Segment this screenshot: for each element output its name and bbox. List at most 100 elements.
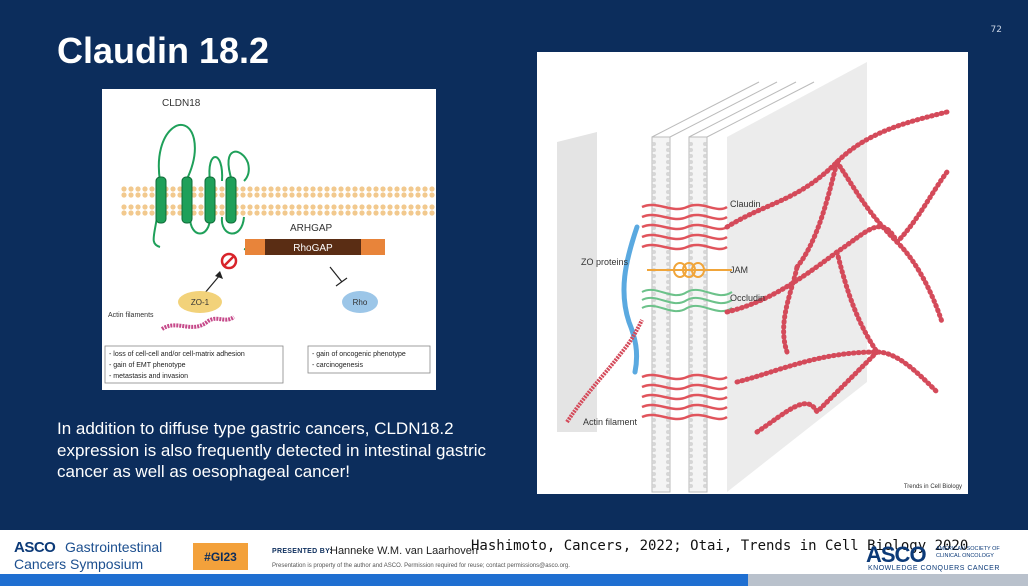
membrane-bead	[121, 186, 127, 192]
membrane-bead	[689, 436, 693, 440]
membrane-bead	[408, 210, 414, 216]
membrane-bead	[703, 418, 707, 422]
zo1-oval	[178, 291, 222, 313]
membrane-bead	[128, 204, 134, 210]
membrane-bead	[240, 204, 246, 210]
membrane-bead	[240, 210, 246, 216]
membrane-bead	[366, 192, 372, 198]
membrane-bead	[689, 448, 693, 452]
slide: 72 Claudin 18.2 CLDN18	[0, 0, 1028, 530]
membrane-bead	[703, 400, 707, 404]
rhogap-bar: RhoGAP	[245, 239, 385, 255]
membrane-bead	[703, 148, 707, 152]
membrane-bead	[689, 358, 693, 362]
cell-shade-left	[557, 132, 597, 432]
membrane-bead	[652, 184, 656, 188]
membrane-bead	[324, 210, 330, 216]
membrane-bead	[282, 192, 288, 198]
membrane-bead	[652, 310, 656, 314]
membrane-bead	[303, 204, 309, 210]
membrane-bead	[191, 192, 197, 198]
membrane-bead	[373, 210, 379, 216]
membrane-bead	[666, 316, 670, 320]
membrane-bead	[359, 210, 365, 216]
membrane-bead	[652, 364, 656, 368]
membrane-bead	[703, 346, 707, 350]
membrane-bead	[240, 192, 246, 198]
membrane-bead	[387, 210, 393, 216]
membrane-bead	[666, 370, 670, 374]
outcome-right-line-1: - gain of oncogenic phenotype	[312, 351, 406, 358]
membrane-bead	[652, 430, 656, 434]
membrane-bead	[359, 192, 365, 198]
membrane-bead	[703, 484, 707, 488]
membrane-bead	[689, 466, 693, 470]
membrane-bead	[689, 238, 693, 242]
membrane-bead	[394, 192, 400, 198]
journal-label: Trends in Cell Biology	[904, 484, 962, 490]
arrow-head-icon	[215, 271, 223, 279]
membrane-bead	[149, 204, 155, 210]
membrane-bead	[652, 316, 656, 320]
membrane-bead	[703, 454, 707, 458]
slide-title: Claudin 18.2	[57, 30, 270, 71]
membrane-bead	[247, 210, 253, 216]
citation-text: Hashimoto, Cancers, 2022; Otai, Trends i…	[471, 538, 969, 554]
footer-grey-bar	[748, 574, 1028, 586]
membrane-bead	[652, 400, 656, 404]
logo-cs-text: Cancers Symposium	[14, 556, 144, 572]
membrane-bead	[296, 186, 302, 192]
membrane-bead	[135, 204, 141, 210]
membrane-bead	[703, 280, 707, 284]
membrane-bead	[689, 328, 693, 332]
membrane-bead	[310, 210, 316, 216]
membrane-bead	[121, 204, 127, 210]
membrane-bead	[429, 186, 435, 192]
membrane-bead	[282, 186, 288, 192]
membrane-bead	[345, 186, 351, 192]
actin-network	[724, 109, 950, 435]
membrane-bead	[666, 310, 670, 314]
membrane-bead	[689, 142, 693, 146]
membrane-bead	[429, 204, 435, 210]
membrane-bead	[666, 352, 670, 356]
membrane-bead	[422, 186, 428, 192]
membrane-bead	[261, 204, 267, 210]
membrane-bead	[666, 466, 670, 470]
membrane-bead	[689, 430, 693, 434]
membrane-bead	[666, 358, 670, 362]
membrane-bead	[689, 178, 693, 182]
membrane-bead	[689, 460, 693, 464]
membrane-bead	[689, 310, 693, 314]
membrane-bead	[373, 186, 379, 192]
membrane-bead	[666, 478, 670, 482]
membrane-bead	[689, 172, 693, 176]
membrane-bead	[652, 340, 656, 344]
membrane-bead	[275, 192, 281, 198]
cldn18-diagram: CLDN18 ARHGAP RhoGAP	[104, 98, 435, 384]
membrane-bead	[703, 448, 707, 452]
jam-label: JAM	[730, 265, 748, 275]
membrane-bead	[177, 186, 183, 192]
membrane-bead	[415, 192, 421, 198]
membrane-bead	[703, 460, 707, 464]
membrane-bead	[135, 186, 141, 192]
membrane-bead	[703, 292, 707, 296]
membrane-bead	[310, 186, 316, 192]
membrane-bead	[703, 172, 707, 176]
membrane-bead	[394, 204, 400, 210]
tight-junction-figure: Claudin JAM Occludin ZO proteins Actin f…	[537, 52, 968, 494]
membrane-bead	[373, 192, 379, 198]
membrane-bead	[352, 186, 358, 192]
membrane-bead	[338, 186, 344, 192]
membrane-bead	[689, 364, 693, 368]
membrane-bead	[689, 286, 693, 290]
membrane-bead	[666, 154, 670, 158]
outcome-box-right	[307, 345, 431, 374]
membrane-bead	[689, 370, 693, 374]
membrane-bead	[268, 204, 274, 210]
claudin-label: Claudin	[730, 199, 761, 209]
membrane-bead	[219, 204, 225, 210]
membrane-bead	[331, 204, 337, 210]
membrane-bead	[254, 204, 260, 210]
